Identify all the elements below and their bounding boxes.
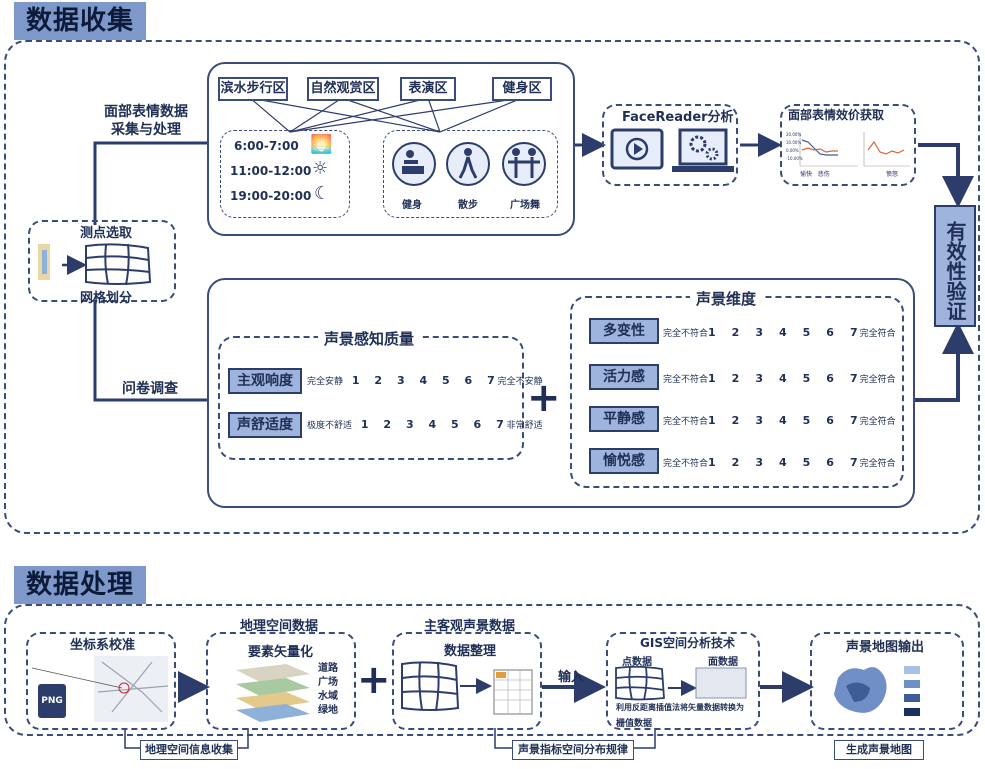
point-data-label: 点数据 (622, 657, 652, 668)
data-org-label: 数据整理 (444, 644, 497, 659)
collect-panel (4, 40, 980, 534)
coord-label: 坐标系校准 (70, 638, 136, 653)
layer-list: 道路广场 水域绿地 (318, 663, 338, 716)
face-value-box (780, 104, 916, 186)
moon-icon: ☾ (314, 183, 331, 204)
vectorize-label: 要素矢量化 (248, 645, 314, 660)
video-laptop-icon (610, 128, 734, 172)
pleasant-box: 愉悦感 (589, 448, 659, 474)
dimension-title: 声景维度 (690, 288, 763, 309)
perception-title: 声景感知质量 (318, 328, 421, 349)
png-file-icon: PNG (38, 684, 66, 718)
vectorize-box (206, 632, 356, 730)
coord-box (26, 632, 176, 730)
plus-sign: + (527, 375, 561, 421)
grid-map-icon (38, 243, 152, 286)
calm-box: 平静感 (589, 406, 659, 432)
activity-3: 广场舞 (510, 200, 540, 211)
area-tag-2: 自然观赏区 (307, 77, 379, 101)
facereader-label: FaceReader分析 (622, 110, 734, 125)
time-box (220, 130, 350, 218)
comfort-box: 声舒适度 (228, 412, 302, 438)
coord-map-image (32, 656, 169, 722)
geo-data-label: 地理空间数据 (240, 619, 319, 634)
map-output-box (810, 632, 964, 730)
face-data-label: 面部表情数据 采集与处理 (104, 104, 188, 138)
raster-text: 栅值数据 (616, 719, 653, 729)
time-1: 6:00-7:00 (234, 139, 299, 153)
section-title-process: 数据处理 (14, 566, 147, 604)
grid-to-sheet-icon (401, 661, 533, 715)
face-chart-legend-left: 愉快 悲伤 (800, 171, 830, 178)
loudness-box: 主观响度 (228, 368, 302, 394)
perception-box (218, 336, 524, 460)
vitality-box: 活力感 (589, 364, 659, 390)
layer-stack-icon (236, 664, 310, 722)
verify-box: 有效性验证 (934, 205, 976, 327)
activity-box (383, 130, 558, 218)
point-to-surface-icon (615, 665, 747, 701)
subj-data-label: 主客观声景数据 (424, 619, 516, 634)
activity-2: 散步 (458, 200, 478, 211)
footer-tag-map: 生成声景地图 (834, 740, 924, 760)
face-chart-ticks: 20.00%10.00% 0.00%-10.00% (786, 132, 803, 161)
face-value-label: 面部表情效价获取 (788, 108, 885, 122)
surface-data-label: 面数据 (708, 657, 738, 668)
activity-icons (392, 142, 546, 186)
activity-1: 健身 (402, 200, 422, 211)
footer-tag-geo: 地理空间信息收集 (140, 740, 238, 760)
time-2: 11:00-12:00 (230, 164, 312, 178)
gis-box (606, 632, 760, 730)
sun-icon: ☼ (312, 158, 329, 179)
map-output-label: 声景地图输出 (846, 640, 925, 655)
face-chart-legend-right: 愤怒 (886, 171, 899, 178)
plus-sign-2: + (357, 657, 391, 703)
point-select-box (28, 220, 176, 302)
point-select-label: 测点选取 (80, 226, 133, 241)
survey-box (207, 278, 915, 508)
input-label: 输入 (558, 670, 585, 685)
loudness-scale: 完全安静 1 2 3 4 5 6 7 完全不安静 (307, 374, 543, 387)
sunrise-icon: 🌅 (310, 134, 333, 155)
area-tag-1: 滨水步行区 (218, 77, 288, 101)
soundscape-map-icon (834, 666, 920, 716)
footer-tag-pattern: 声景指标空间分布规律 (512, 740, 634, 760)
idw-text: 利用反距离插值法将矢量数据转换为 (616, 703, 744, 712)
variability-box: 多变性 (589, 318, 659, 344)
area-tag-4: 健身区 (492, 77, 552, 101)
data-org-box (392, 632, 542, 730)
face-collect-box (207, 62, 575, 236)
grid-divide-label: 网格划分 (80, 291, 133, 306)
facereader-box (602, 104, 738, 186)
area-tag-3: 表演区 (400, 77, 456, 101)
time-3: 19:00-20:00 (230, 189, 312, 203)
survey-label: 问卷调查 (122, 381, 178, 397)
comfort-scale: 极度不舒适 1 2 3 4 5 6 7 非常舒适 (307, 418, 543, 431)
gis-label: GIS空间分析技术 (640, 636, 735, 650)
section-title-collect: 数据收集 (14, 2, 147, 40)
face-value-mini-chart (799, 132, 910, 167)
process-panel (4, 604, 980, 736)
